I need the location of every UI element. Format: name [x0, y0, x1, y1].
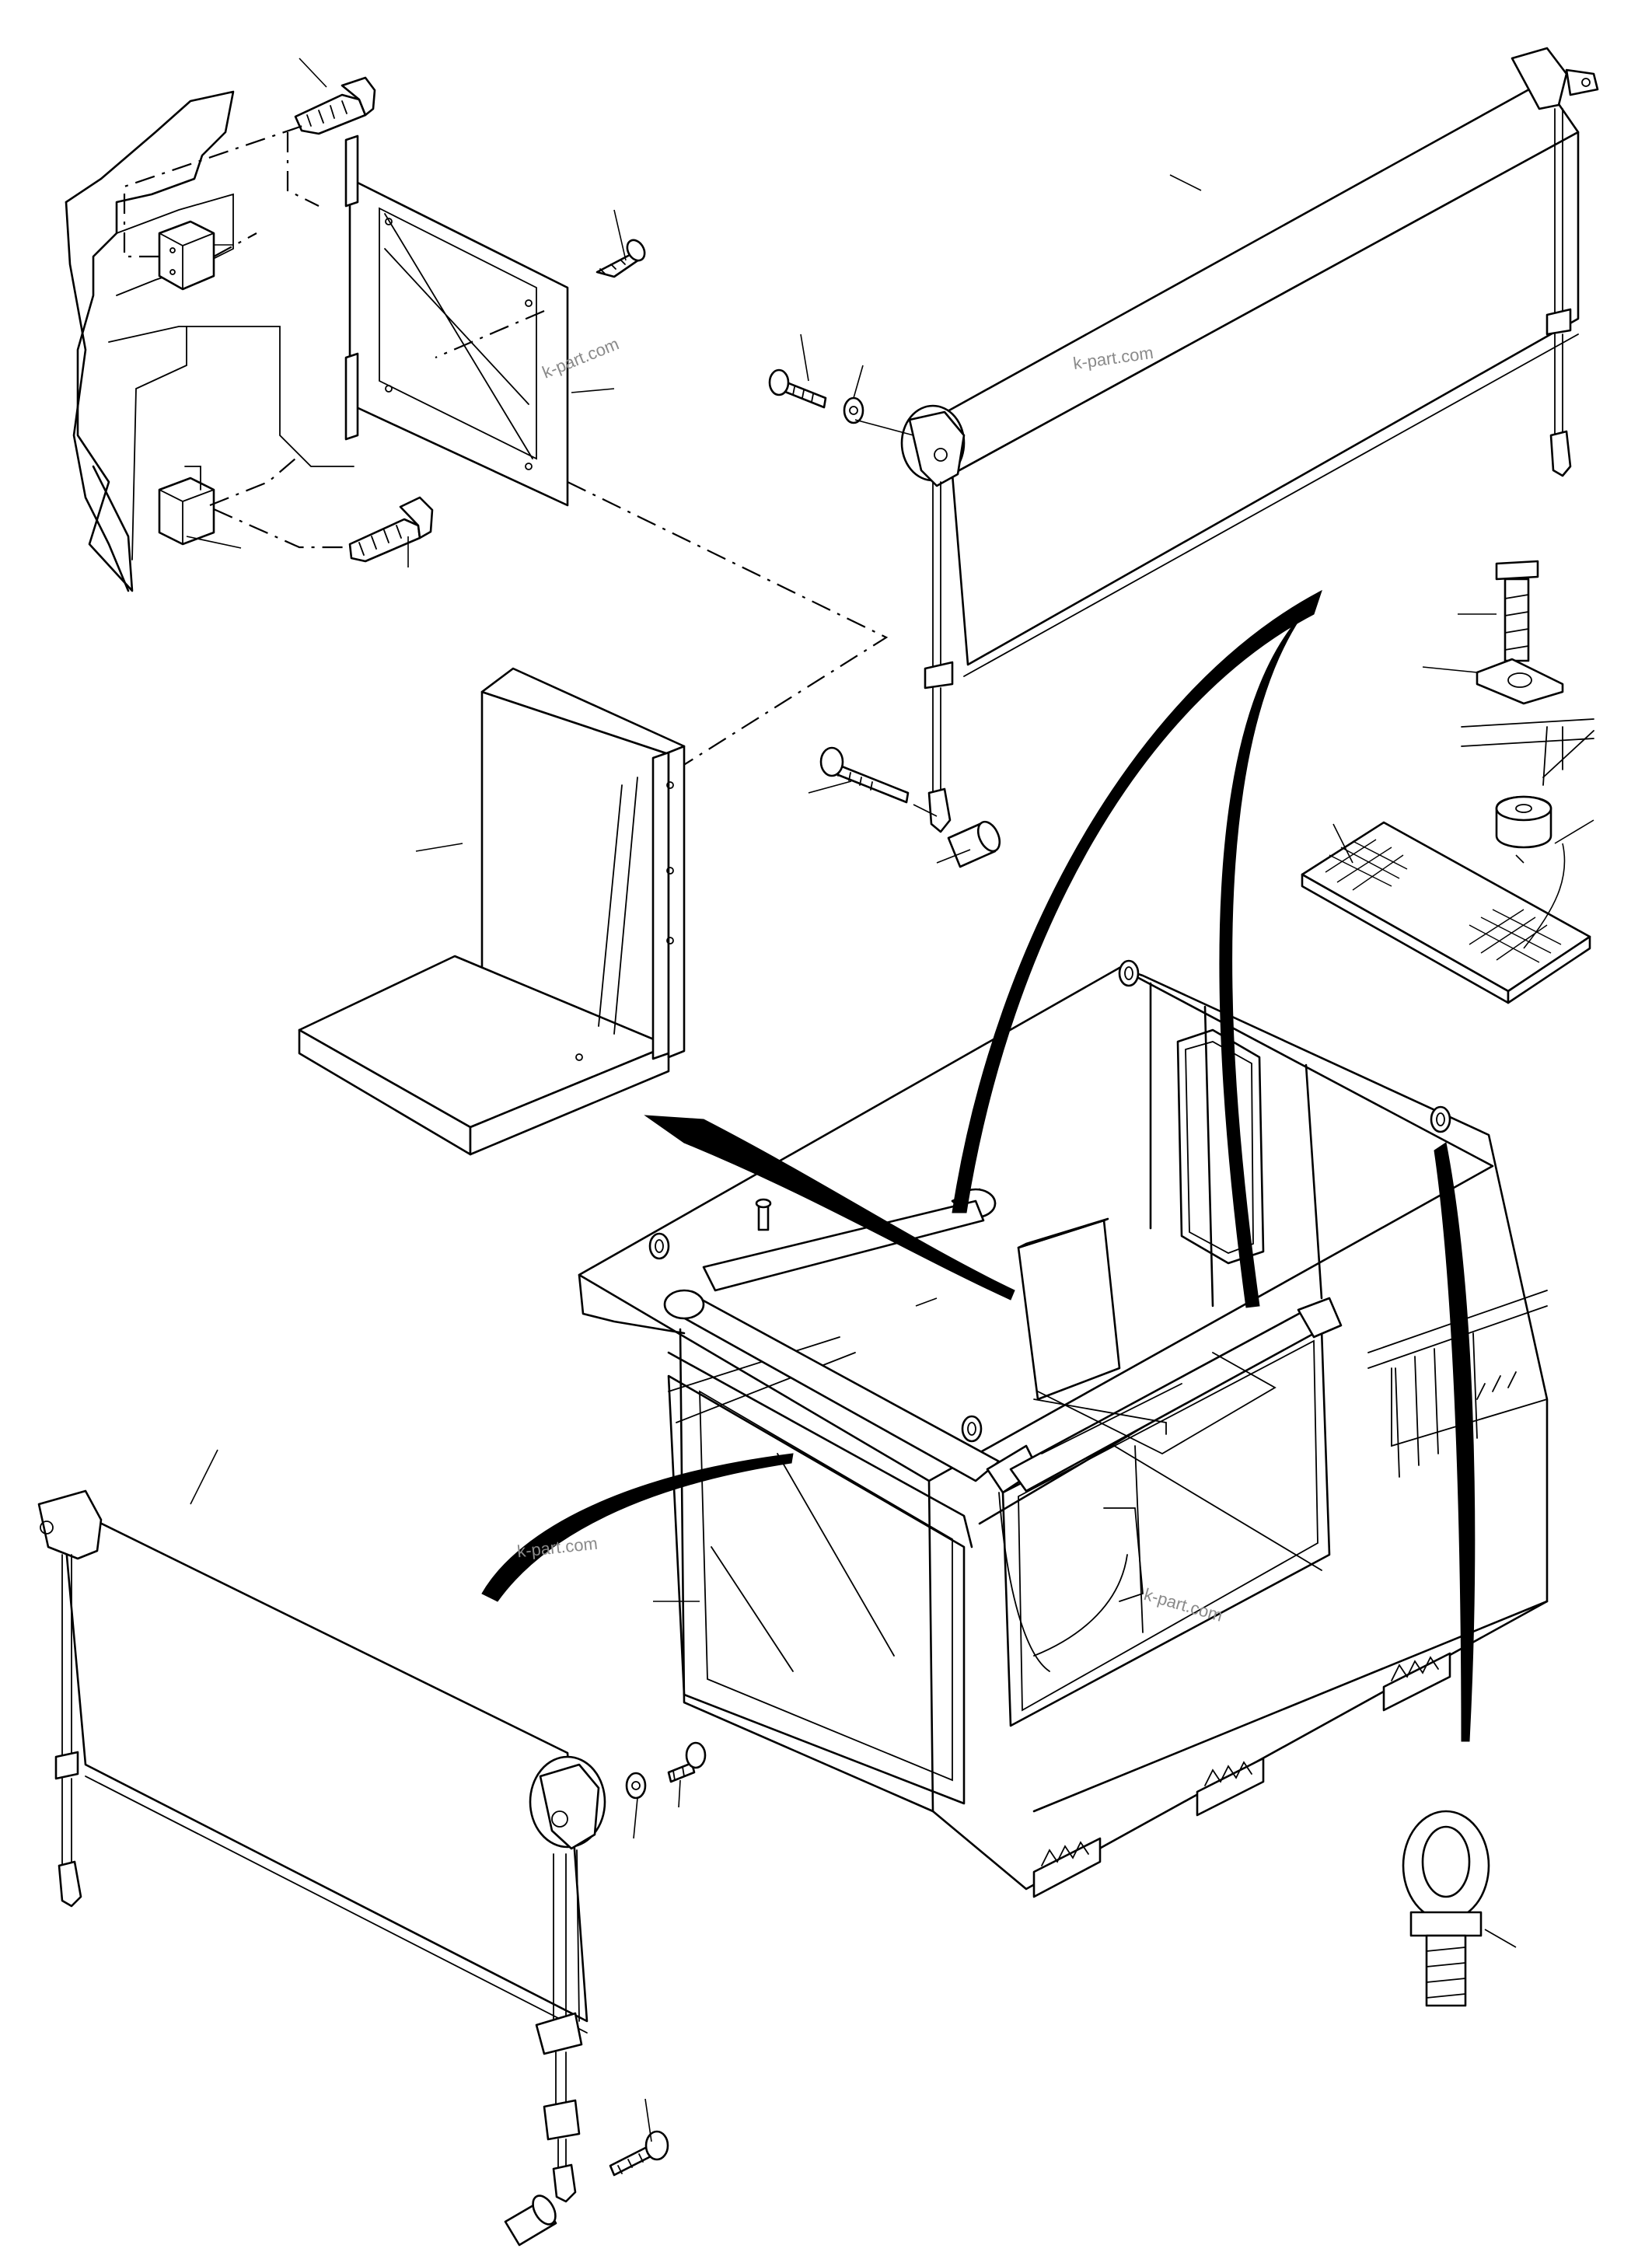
bolt-hinge-lower [348, 496, 434, 563]
roller-blind-upper [900, 47, 1599, 833]
cab-side-panel [1037, 1352, 1277, 1455]
assembly-arrow-eyebolt [1434, 1142, 1476, 1742]
spacer-block [1495, 795, 1552, 849]
folding-seat [298, 667, 686, 1156]
hinge-block-upper [158, 220, 215, 291]
cab-pin [755, 1198, 772, 1231]
screw-plate [595, 239, 646, 278]
leader-lines [186, 58, 1594, 2142]
assembly-line-seat [435, 309, 889, 770]
cab-body [578, 966, 1549, 1891]
mat-plate [1301, 821, 1591, 1004]
screw-washer-upper [768, 368, 864, 424]
lifting-ring-3 [961, 1415, 983, 1443]
cab-front-window [667, 1374, 966, 1805]
cab-roller-upper [663, 1188, 1039, 1494]
roof-bolt [1495, 560, 1539, 662]
bolt-top-left [294, 76, 376, 135]
lifting-ring-4 [1430, 1105, 1451, 1133]
roof-section [1461, 718, 1594, 786]
collar-upper [947, 820, 1001, 868]
assembly-line-upper [123, 123, 308, 258]
assembly-arrow-cab-interior [1219, 590, 1322, 1308]
assembly-line-plate [213, 132, 320, 257]
cab-wiring [998, 1492, 1144, 1672]
mat-to-spacer-curve [1523, 843, 1566, 949]
hinge-plate [344, 134, 569, 507]
collar-lower [504, 2194, 557, 2247]
roller-blind-lower [37, 1489, 606, 2203]
cab-seat-inside [1017, 1217, 1167, 1435]
cab-roller-side [1009, 1297, 1343, 1493]
cab-mount-brackets [1032, 1652, 1451, 1898]
assembly-arrow-seat [644, 1115, 1015, 1301]
lifting-ring-2 [648, 1232, 670, 1260]
assembly-arrow-front-blind [481, 1453, 794, 1602]
wall-panel-section [65, 90, 354, 592]
lifting-ring-1 [1118, 959, 1140, 987]
assembly-line-lower [209, 458, 350, 549]
screw-bottom [609, 2130, 669, 2177]
screw-blind-lower [819, 746, 910, 804]
eye-bolt [1402, 1810, 1490, 2007]
assembly-arrow-roof-blind [952, 589, 1322, 1213]
hinge-block-lower [158, 466, 215, 546]
screw-washer-lower [625, 1741, 707, 1800]
roof-washer [1476, 658, 1564, 705]
